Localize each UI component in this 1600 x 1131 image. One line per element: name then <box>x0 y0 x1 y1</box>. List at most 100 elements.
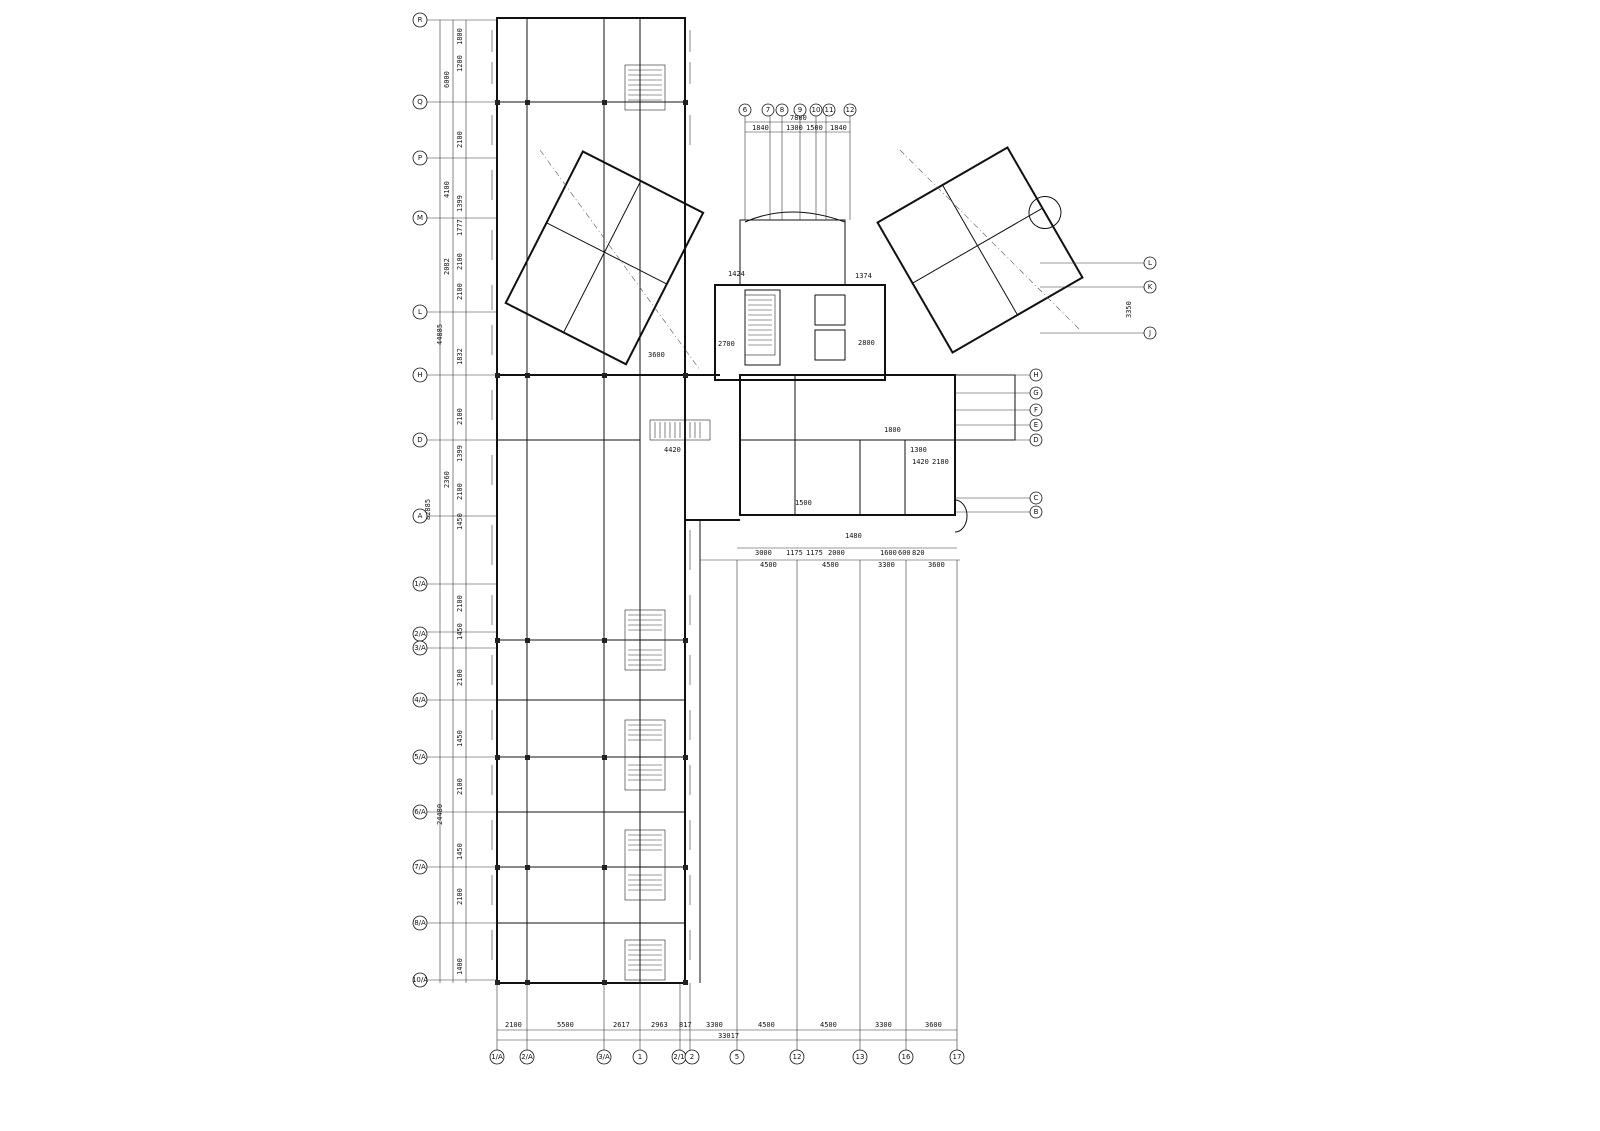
dim-label: 3600 <box>928 561 945 569</box>
dim-label: 2100 <box>456 595 464 612</box>
bottom-dimension-chain: 2100 5500 2617 2963 817 3300 4500 4500 3… <box>505 1021 942 1040</box>
dim-label: 1420 <box>912 458 929 466</box>
dim-label: 2100 <box>456 283 464 300</box>
dim-label: 4100 <box>443 181 451 198</box>
right-axis-bubbles: H G F E D C B <box>1029 368 1043 519</box>
dim-label: 1399 <box>456 445 464 462</box>
axis-label: 16 <box>902 1053 911 1061</box>
dim-label: 2360 <box>443 471 451 488</box>
dim-label: 7800 <box>790 114 807 122</box>
axis-label: 10 <box>812 106 821 114</box>
axis-label: 13 <box>856 1053 865 1061</box>
axis-label: 12 <box>793 1053 802 1061</box>
axis-label: D <box>1033 436 1038 444</box>
axis-label: B <box>1034 508 1039 516</box>
dim-label: 1450 <box>456 730 464 747</box>
axis-label: H <box>1033 371 1038 379</box>
axis-label: 1 <box>638 1053 642 1061</box>
dim-label: 1832 <box>456 348 464 365</box>
dim-label: 1450 <box>456 843 464 860</box>
axis-label: L <box>1148 259 1152 267</box>
axis-label: 2/1 <box>673 1053 684 1061</box>
bottom-axis-bubbles: 1/A 2/A 3/A 1 2/1 2 5 12 13 16 17 <box>489 1049 965 1065</box>
axis-label: L <box>418 308 422 316</box>
axis-label: 7 <box>766 106 770 114</box>
axis-label: 2 <box>690 1053 694 1061</box>
slanted-axis-bubbles: L K J <box>1143 256 1157 340</box>
dim-label: 2180 <box>932 458 949 466</box>
dim-total: 33017 <box>718 1032 739 1040</box>
core-dimension-labels: 1840 1300 1500 1840 7800 3000 1175 1175 … <box>648 114 1133 569</box>
axis-label: 1/A <box>491 1053 503 1061</box>
dim-label: 3300 <box>875 1021 892 1029</box>
dim-label: 1800 <box>884 426 901 434</box>
left-dimension-chain: 82885 44885 24480 1800 1200 6000 4100 21… <box>424 28 464 975</box>
dim-label: 2000 <box>828 549 845 557</box>
axis-label: J <box>1148 329 1151 337</box>
axis-label: 2/A <box>521 1053 533 1061</box>
dim-label: 4500 <box>820 1021 837 1029</box>
axis-label: G <box>1033 389 1038 397</box>
dim-label: 2800 <box>858 339 875 347</box>
dim-label: 1800 <box>456 28 464 45</box>
dim-label: 1200 <box>456 55 464 72</box>
axis-label: K <box>1148 283 1153 291</box>
axis-label: 6/A <box>414 808 426 816</box>
dim-label: 817 <box>679 1021 692 1029</box>
facade-windows <box>491 30 691 960</box>
left-axis-bubbles: R Q P M L H D A 1/A 2/A 3/A 4/A 5/A 6/A … <box>412 12 428 988</box>
dim-label: 1300 <box>910 446 927 454</box>
dim-label: 3600 <box>925 1021 942 1029</box>
dim-total: 82885 <box>424 499 432 520</box>
dim-label: 3000 <box>755 549 772 557</box>
dim-label: 4500 <box>760 561 777 569</box>
dim-label: 1480 <box>845 532 862 540</box>
dim-label: 1374 <box>855 272 872 280</box>
axis-label: 12 <box>846 106 855 114</box>
dim-label: 2963 <box>651 1021 668 1029</box>
grid-lines <box>425 19 1145 1050</box>
axis-label: P <box>418 154 422 162</box>
axis-label: 7/A <box>414 863 426 871</box>
stairs <box>624 64 776 981</box>
dim-label: 4420 <box>664 446 681 454</box>
dim-label: 3300 <box>878 561 895 569</box>
dim-label: 2100 <box>456 483 464 500</box>
dim-label: 3600 <box>648 351 665 359</box>
dim-label: 820 <box>912 549 925 557</box>
dim-label: 1450 <box>456 623 464 640</box>
dim-label: 2100 <box>456 408 464 425</box>
dim-label: 1300 <box>786 124 803 132</box>
dim-label: 1840 <box>830 124 847 132</box>
axis-label: H <box>417 371 422 379</box>
dim-label: 2617 <box>613 1021 630 1029</box>
axis-label: 11 <box>825 106 834 114</box>
axis-label: 8/A <box>414 919 426 927</box>
dim-label: 4500 <box>758 1021 775 1029</box>
axis-label: F <box>1034 406 1038 414</box>
dim-label: 2082 <box>443 258 451 275</box>
dim-label: 2100 <box>456 778 464 795</box>
dim-label: 1777 <box>456 219 464 236</box>
dim-label: 1500 <box>795 499 812 507</box>
axis-label: 1/A <box>414 580 426 588</box>
axis-label: 17 <box>953 1053 962 1061</box>
dim-label: 1424 <box>728 270 745 278</box>
dim-label: 1175 <box>806 549 823 557</box>
axis-label: C <box>1034 494 1039 502</box>
axis-label: R <box>418 16 423 24</box>
columns <box>495 100 688 985</box>
dim-label: 1500 <box>806 124 823 132</box>
dim-label: 3300 <box>706 1021 723 1029</box>
axis-label: 3/A <box>598 1053 610 1061</box>
dim-label: 2100 <box>456 888 464 905</box>
axis-label: 6 <box>743 106 748 114</box>
top-axis-bubbles: 6 7 8 9 10 11 12 <box>738 103 857 117</box>
axis-label: E <box>1034 421 1038 429</box>
dim-label: 2100 <box>505 1021 522 1029</box>
dim-label: 600 <box>898 549 911 557</box>
axis-label: 5 <box>735 1053 739 1061</box>
dim-label: 1399 <box>456 195 464 212</box>
axis-label: 5/A <box>414 753 426 761</box>
